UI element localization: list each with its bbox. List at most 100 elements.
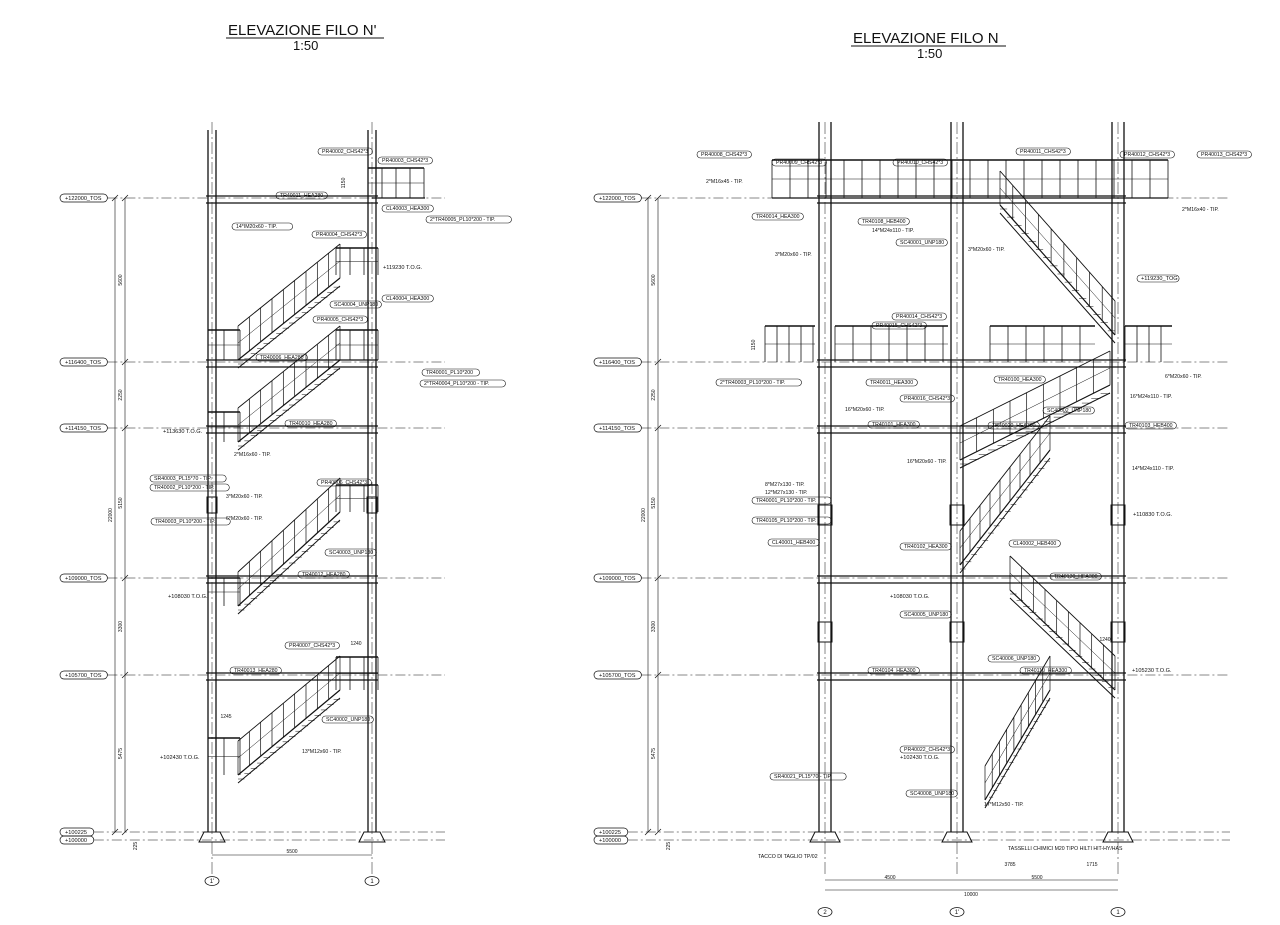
left-landing-guardrail-8 (207, 737, 241, 775)
right-mid-guardrail-centre (834, 325, 948, 362)
left-member-tag-7: TR40006_HEA280 (255, 353, 308, 362)
tag-outline (867, 666, 920, 675)
stringer-bottom (237, 511, 341, 607)
tag-text: TR40130_HEA300 (1054, 574, 1098, 580)
tag-outline (751, 516, 832, 525)
left-tog-label-3: +102430 T.O.G. (160, 755, 200, 761)
right-stair-flight-1 (999, 170, 1116, 344)
right-floor-beam-4 (817, 672, 1126, 681)
stringer-top (237, 697, 341, 784)
right-axis-bubble-1: 1 (1110, 907, 1126, 917)
stringer-top (237, 285, 341, 369)
right-base-dim: 225 (666, 842, 672, 851)
left-elevation-view: +122000_TOS+116400_TOS+114150_TOS+109000… (59, 122, 512, 886)
tag-outline (867, 420, 920, 429)
left-title: ELEVAZIONE FILO N' (228, 22, 377, 39)
dim-text: 22000 (108, 508, 114, 522)
tag-text: +119230_TOG (1141, 276, 1178, 282)
dim-tick (654, 671, 662, 679)
tag-outline (987, 654, 1040, 663)
tag-text: PR40006_CHS42*3 (321, 480, 367, 486)
level-text: +100000 (65, 838, 87, 844)
left-rail-height-dim: 1150 (341, 177, 347, 188)
left-base-dim: 225 (133, 842, 139, 851)
left-landing-guardrail-4 (207, 411, 241, 442)
tag-outline (891, 312, 947, 321)
left-member-tag-11: PR40006_CHS42*3 (316, 478, 372, 487)
dim-text: 5150 (118, 497, 124, 508)
left-tog-label-2: +108030 T.O.G. (168, 594, 208, 600)
tag-outline (715, 378, 802, 387)
tag-text: 14*IM20x60 - TIP. (236, 224, 277, 230)
tag-text: TR40101_HEA300 (872, 422, 916, 428)
right-bolt-note-7: 16*M20x60 - TIP. (845, 407, 885, 413)
right-splice-joint-0 (817, 504, 833, 526)
grid-bubble-outline (1110, 907, 1126, 917)
tag-text: PR40008_CHS42*3 (701, 152, 747, 158)
left-level-3: +109000_TOS (59, 573, 445, 583)
tag-outline (1008, 539, 1061, 548)
stringer-bottom (959, 384, 1111, 461)
left-level-6: +100000 (59, 835, 445, 845)
left-member-tag-9: 2*TR40004_PL10*200 - TIP. (419, 379, 506, 388)
right-member-tag-11: TR40011_HEA300 (865, 378, 918, 387)
right-member-tag-8: SC40001_UNP180 (895, 238, 948, 247)
level-text: +100225 (65, 830, 87, 836)
tag-text: PR40009_CHS42*3 (776, 160, 822, 166)
tag-text: SC40008_UNP180 (910, 791, 954, 797)
left-landing-dim: 1245 (220, 714, 231, 720)
dim-text: 5600 (118, 274, 124, 285)
left-member-tag-17: SR40003_PL15*70 - TIP. (149, 474, 227, 483)
right-member-tag-24: SC40006_UNP180 (987, 654, 1040, 663)
right-member-tag-0: PR40008_CHS42*3 (696, 150, 752, 159)
right-scale: 1:50 (917, 46, 942, 61)
right-top-guardrail (771, 159, 1169, 198)
right-member-tag-15: PR40016_CHS42*3 (899, 394, 955, 403)
right-member-tag-10: PR40015_CHS42*3 (871, 321, 927, 330)
left-landing-guardrail-3 (335, 329, 379, 360)
left-member-tag-5: PR40004_CHS42*3 (311, 230, 367, 239)
right-member-tag-13: TR40103_HEB400 (1124, 421, 1177, 430)
grid-bubble-outline (364, 876, 380, 886)
handrail (237, 243, 341, 327)
right-bolt-note-12: 16*M20x60 - TIP. (907, 459, 947, 465)
tag-text: SR40003_PL15*70 - TIP. (154, 476, 212, 482)
tag-outline (421, 368, 480, 377)
handrail (959, 415, 1051, 532)
tag-outline (321, 715, 374, 724)
right-column-1 (1102, 122, 1134, 877)
right-member-tag-1: PR40009_CHS42*3 (771, 158, 827, 167)
tag-text: CL40002_HEB400 (1013, 541, 1056, 547)
left-level-1: +116400_TOS (59, 357, 445, 367)
level-text: +116400_TOS (599, 360, 635, 366)
right-member-tag-12: TR40100_HEA300 (993, 375, 1046, 384)
right-total-width-dim: 10000 (964, 892, 978, 898)
left-member-tag-8: PR40005_CHS42*3 (312, 315, 368, 324)
stringer-top (959, 457, 1051, 574)
tag-text: TR40012_HEA280 (302, 572, 346, 578)
right-note-chemical-anchors: TASSELLI CHIMICI M20 TIPO HILTI HIT-HY/H… (1008, 846, 1123, 852)
right-note-shear-key: TACCO DI TAGLIO TP/02 (758, 854, 818, 860)
column-base-plate (1102, 831, 1134, 843)
dim-tick (121, 671, 129, 679)
right-anchor-dim-3785: 3785 (1004, 862, 1015, 868)
right-bolt-note-3: 14*M24x110 - TIP. (872, 228, 914, 234)
column-base-plate (809, 831, 841, 843)
level-text: +109000_TOS (599, 576, 636, 582)
tag-text: TR40014_HEA300 (756, 214, 800, 220)
right-stair-flight-4 (1009, 555, 1116, 699)
dim-tick (121, 424, 129, 432)
right-bolt-note-6: 6*M20x60 - TIP. (1165, 374, 1202, 380)
tag-outline (993, 375, 1046, 384)
tag-text: TR40103_HEB400 (1129, 423, 1173, 429)
left-member-tag-22: CL40004_HEA300 (381, 294, 434, 303)
right-level-5: +100225 (593, 827, 1230, 837)
tag-text: SC40004_UNP180 (334, 302, 378, 308)
tag-text: 2*TR40004_PL10*200 - TIP. (424, 381, 489, 387)
tag-outline (1019, 666, 1072, 675)
tag-text: PR40016_CHS42*3 (904, 396, 950, 402)
right-member-tag-25: CL40002_HEB400 (1008, 539, 1061, 548)
right-level-4: +105700_TOS (593, 670, 1230, 680)
dim-text: 2250 (118, 389, 124, 400)
dim-tick (111, 828, 119, 836)
